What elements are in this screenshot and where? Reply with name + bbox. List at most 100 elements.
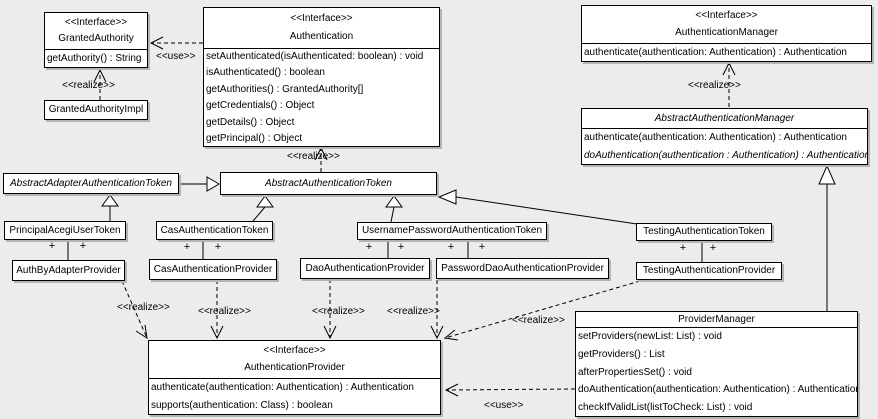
class-username-password-authentication-token[interactable]: UsernamePasswordAuthenticationToken	[357, 222, 547, 240]
realize-label-dao-provider: <<realize>>	[312, 306, 365, 317]
class-header: PrincipalAcegiUserToken	[5, 222, 125, 239]
method-label: afterPropertiesSet() : void	[578, 366, 692, 378]
method-label: getPrincipal() : Object	[206, 132, 303, 144]
use-label-provider-manager: <<use>>	[484, 400, 524, 411]
method-label: setProviders(newList: List) : void	[578, 331, 722, 342]
realization-edges	[93, 61, 736, 341]
method-label: setAuthenticated(isAuthenticated: boolea…	[206, 51, 424, 62]
class-testing-authentication-token[interactable]: TestingAuthenticationToken	[636, 223, 772, 241]
association-plus-adornment: +	[48, 240, 56, 252]
class-name: Authentication	[289, 30, 354, 42]
class-header: AbstractAdapterAuthenticationToken	[4, 174, 178, 193]
class-principal-acegi-user-token[interactable]: PrincipalAcegiUserToken	[4, 221, 126, 240]
method-label: authenticate(authentication: Authenticat…	[151, 382, 414, 393]
dependency-edges	[149, 36, 576, 397]
association-plus-adornment: +	[365, 241, 373, 253]
class-name: AuthByAdapterProvider	[16, 264, 121, 276]
realize-label-granted-authority: <<realize>>	[62, 80, 115, 91]
class-cas-authentication-provider[interactable]: CasAuthenticationProvider	[149, 259, 277, 280]
use-label-granted-authority: <<use>>	[156, 51, 196, 62]
class-name: PasswordDaoAuthenticationProvider	[441, 262, 604, 274]
realize-label-password-dao: <<realize>>	[387, 306, 440, 317]
method-label: getAuthority() : String	[47, 53, 142, 64]
class-granted-authority[interactable]: <<Interface>>GrantedAuthority getAuthorit…	[44, 12, 148, 68]
class-header: CasAuthenticationProvider	[150, 260, 276, 279]
class-cas-authentication-token[interactable]: CasAuthenticationToken	[156, 221, 273, 240]
methods-compartment: setProviders(newList: List) : void getPro…	[576, 328, 857, 416]
class-name: TestingAuthenticationToken	[643, 226, 765, 237]
association-plus-adornment: +	[679, 242, 687, 254]
realize-label-abstract-token: <<realize>>	[287, 151, 340, 162]
realize-label-testing-provider: <<realize>>	[512, 315, 565, 326]
class-name: AuthenticationManager	[675, 26, 778, 38]
class-name: CasAuthenticationProvider	[153, 263, 273, 275]
association-plus-adornment: +	[709, 242, 717, 254]
class-granted-authority-impl[interactable]: GrantedAuthorityImpl	[44, 100, 148, 120]
association-plus-adornment: +	[183, 241, 191, 253]
method-label: getAuthorities() : GrantedAuthority[]	[206, 83, 364, 95]
methods-compartment: authenticate(authentication: Authenticat…	[582, 44, 871, 61]
class-header: AbstractAuthenticationManager	[582, 109, 867, 129]
class-auth-by-adapter-provider[interactable]: AuthByAdapterProvider	[12, 260, 125, 281]
stereotype-label: <<Interface>>	[64, 17, 128, 28]
class-name: UsernamePasswordAuthenticationToken	[361, 225, 543, 236]
class-header: <<Interface>> AuthenticationManager	[582, 6, 871, 44]
class-header: TestingAuthenticationProvider	[637, 263, 781, 279]
association-plus-adornment: +	[478, 241, 486, 253]
methods-compartment: getAuthority() : String	[45, 50, 147, 67]
method-label: doAuthentication(authentication: Authent…	[578, 384, 857, 396]
class-header: ProviderManager	[576, 312, 857, 328]
class-header: CasAuthenticationToken	[157, 222, 272, 239]
generalization-edges	[101, 164, 836, 311]
association-plus-adornment: +	[447, 241, 455, 253]
class-dao-authentication-provider[interactable]: DaoAuthenticationProvider	[300, 258, 430, 279]
association-plus-adornment: +	[214, 241, 222, 253]
class-header: UsernamePasswordAuthenticationToken	[358, 223, 546, 239]
realize-label-cas-provider: <<realize>>	[198, 306, 251, 317]
class-name: ProviderManager	[678, 313, 755, 325]
method-label: doAuthentication(authentication : Authen…	[584, 150, 867, 161]
class-header: AbstractAuthenticationToken	[221, 173, 436, 194]
class-abstract-adapter-authentication-token[interactable]: AbstractAdapterAuthenticationToken	[3, 173, 179, 194]
class-header: GrantedAuthorityImpl	[45, 101, 147, 119]
realize-label-abstract-manager: <<realize>>	[688, 80, 741, 91]
class-header: PasswordDaoAuthenticationProvider	[437, 259, 608, 278]
method-label: getProviders() : List	[578, 348, 665, 360]
method-label: supports(authentication: Class) : boolea…	[151, 400, 333, 411]
stereotype-label: <<Interface>>	[263, 345, 326, 357]
class-name: AuthenticationProvider	[244, 361, 345, 373]
class-name: AbstractAdapterAuthenticationToken	[10, 177, 172, 189]
class-header: AuthByAdapterProvider	[13, 261, 124, 280]
association-edges	[67, 240, 703, 262]
class-name: AbstractAuthenticationManager	[654, 112, 795, 124]
class-name: DaoAuthenticationProvider	[305, 262, 425, 274]
class-name: GrantedAuthorityImpl	[48, 104, 144, 115]
realize-label-auth-by-adapter: <<realize>>	[117, 302, 170, 313]
stereotype-label: <<Interface>>	[695, 10, 758, 22]
class-header: <<Interface>>GrantedAuthority	[45, 13, 147, 50]
method-label: isAuthenticated() : boolean	[206, 67, 325, 79]
method-label: getCredentials() : Object	[206, 100, 315, 112]
class-authentication-provider[interactable]: <<Interface>> AuthenticationProvider authe…	[148, 340, 441, 415]
class-authentication-manager[interactable]: <<Interface>> AuthenticationManager authen…	[581, 5, 872, 62]
class-name: AbstractAuthenticationToken	[265, 177, 392, 189]
methods-compartment: setAuthenticated(isAuthenticated: boolea…	[204, 49, 439, 146]
class-provider-manager[interactable]: ProviderManager setProviders(newList: Lis…	[575, 311, 858, 417]
method-label: authenticate(authentication: Authenticat…	[584, 132, 847, 143]
class-abstract-authentication-token[interactable]: AbstractAuthenticationToken	[220, 172, 437, 195]
class-abstract-authentication-manager[interactable]: AbstractAuthenticationManager authenticat…	[581, 108, 868, 165]
class-testing-authentication-provider[interactable]: TestingAuthenticationProvider	[636, 262, 782, 280]
method-label: checkIfValidList(listToCheck: List) : vo…	[578, 402, 753, 414]
methods-compartment: authenticate(authentication: Authenticat…	[582, 129, 867, 164]
class-password-dao-authentication-provider[interactable]: PasswordDaoAuthenticationProvider	[436, 258, 609, 279]
method-label: getDetails() : Object	[206, 116, 295, 128]
class-name: TestingAuthenticationProvider	[642, 265, 776, 276]
methods-compartment: authenticate(authentication: Authenticat…	[149, 379, 440, 414]
method-label: authenticate(authentication: Authenticat…	[584, 47, 847, 58]
association-plus-adornment: +	[79, 240, 87, 252]
association-plus-adornment: +	[397, 241, 405, 253]
class-header: DaoAuthenticationProvider	[301, 259, 429, 278]
